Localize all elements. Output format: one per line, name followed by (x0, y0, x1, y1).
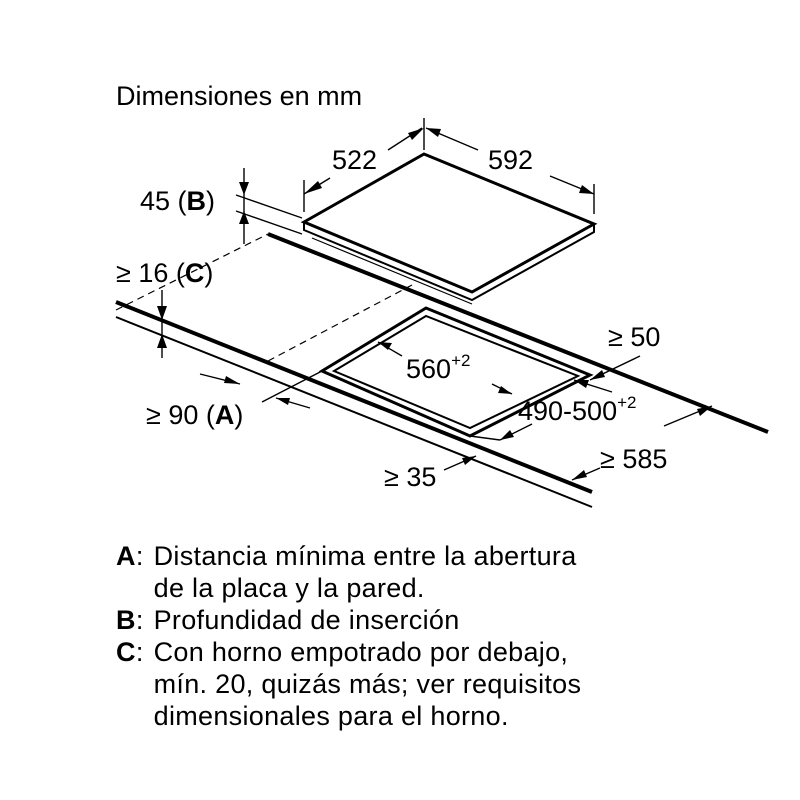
legend-line: Distancia mínima entre la abertura (153, 541, 577, 571)
arrow-585-bottom-icon (572, 470, 587, 480)
arrow-35-icon (462, 456, 476, 465)
arrow-522-apex-icon (408, 128, 424, 140)
legend-key: A (116, 541, 136, 571)
installation-dimension-drawing: Dimensiones en mm (115, 81, 769, 508)
worktop-outline (115, 232, 769, 508)
arrow-560-right-icon (498, 386, 512, 394)
cutout-opening (318, 306, 594, 438)
legend: A: Distancia mínima entre la abertura de… (116, 540, 776, 732)
legend-line: Profundidad de inserción (153, 605, 460, 635)
arrow-560-left-icon (378, 342, 392, 350)
arrow-592-apex-icon (426, 128, 441, 137)
legend-line: dimensionales para el horno. (153, 701, 509, 731)
dim-45-extension-bottom (235, 210, 303, 235)
arrow-585-top-icon (697, 406, 712, 416)
arrow-522-left-icon (304, 181, 322, 194)
cutout-outer (318, 306, 594, 438)
dimension-arrowheads (157, 128, 712, 480)
arrow-45-top-icon (239, 182, 249, 195)
legend-line: mín. 20, quizás más; ver requisitos (153, 669, 582, 699)
worktop-back-edge (267, 232, 769, 434)
hob-side (303, 222, 595, 302)
worktop-front-edge-bottom (115, 316, 593, 508)
cutout-hidden-edge (267, 284, 413, 362)
arrow-592-right-icon (579, 185, 594, 194)
label-hob-length: 592 (488, 145, 533, 175)
legend-text: Profundidad de inserción (154, 604, 460, 636)
legend-line: de la placa y la pared. (153, 573, 425, 603)
legend-line: Con horno empotrado por debajo, (153, 637, 569, 667)
legend-key: C (116, 637, 136, 667)
arrow-16-bottom-icon (157, 334, 167, 348)
legend-item-a: A: Distancia mínima entre la abertura de… (116, 540, 577, 604)
arrow-45-bottom-icon (239, 211, 249, 224)
label-worktop-depth: ≥ 585 (600, 444, 667, 474)
label-hob-width: 522 (332, 145, 377, 175)
diagram-title: Dimensiones en mm (116, 81, 362, 111)
legend-text: Con horno empotrado por debajo, mín. 20,… (154, 636, 582, 732)
arrow-50-icon (590, 370, 605, 380)
label-wall-distance-side: ≥ 90 (A) (146, 400, 243, 430)
worktop-front-edge-top (115, 300, 593, 494)
arrow-490-bottom-icon (500, 430, 514, 440)
legend-item-b: B: Profundidad de inserción (116, 604, 460, 636)
arrow-490-top-icon (574, 380, 589, 388)
hob-underside-line (311, 237, 473, 305)
label-wall-distance-back: ≥ 50 (608, 322, 660, 352)
dim-490-extension (469, 435, 501, 441)
label-cutout-width: 560+2 (406, 351, 470, 384)
label-oven-gap: ≥ 16 (C) (116, 258, 213, 288)
legend-item-c: C: Con horno empotrado por debajo, mín. … (116, 636, 582, 732)
hob (300, 152, 598, 305)
cutout-inner (331, 314, 581, 430)
label-insertion-depth: 45 (B) (140, 186, 215, 216)
dim-45-extension-top (235, 194, 303, 219)
label-cutout-depth: 490-500+2 (518, 393, 636, 426)
legend-text: Distancia mínima entre la abertura de la… (154, 540, 577, 604)
arrow-90-left-icon (224, 376, 240, 384)
label-front-edge: ≥ 35 (384, 462, 436, 492)
legend-key: B (116, 605, 136, 635)
arrow-90-right-icon (276, 398, 290, 405)
dim-90-extension (261, 370, 323, 403)
worktop-side-hidden-edge (115, 233, 269, 311)
arrow-16-top-icon (157, 306, 167, 320)
